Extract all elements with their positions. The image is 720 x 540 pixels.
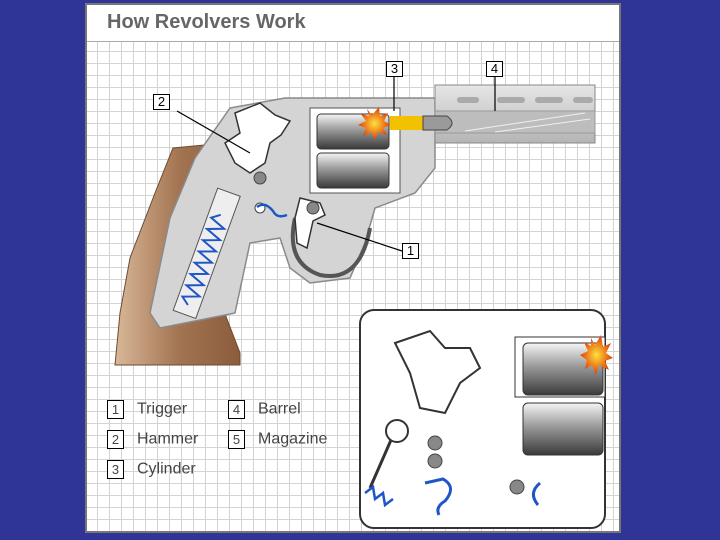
barrel-slot (573, 97, 593, 103)
legend-item-hammer: 2 Hammer (107, 430, 198, 449)
trigger-spring (256, 203, 288, 218)
screw (253, 171, 267, 185)
legend-label: Cylinder (137, 460, 196, 478)
leader-line-2 (176, 110, 251, 154)
callout-3: 3 (386, 61, 403, 77)
legend-item-barrel: 4 Barrel (228, 400, 301, 419)
barrel-slot (535, 97, 563, 103)
leader-line-1 (316, 222, 403, 252)
diagram-title: How Revolvers Work (107, 11, 306, 33)
legend-num: 3 (107, 460, 124, 479)
title-band: How Revolvers Work (85, 3, 621, 42)
legend-num: 5 (228, 430, 245, 449)
trigger-guard (290, 217, 372, 278)
inset-spring (532, 481, 542, 506)
inset-screw (427, 435, 443, 451)
revolver-illustration (114, 77, 613, 529)
barrel-slot (497, 97, 525, 103)
callout-2: 2 (153, 94, 170, 110)
inset-strut (368, 439, 393, 489)
inset-screw (427, 453, 443, 469)
legend-num: 2 (107, 430, 124, 449)
legend-label: Magazine (258, 430, 328, 448)
legend-num: 4 (228, 400, 245, 419)
inset-muzzle-flash (580, 335, 613, 375)
legend-item-trigger: 1 Trigger (107, 400, 187, 419)
hammer-shape (224, 102, 292, 174)
diagram-panel: How Revolvers Work (85, 3, 621, 533)
legend-item-magazine: 5 Magazine (228, 430, 327, 449)
muzzle-flash (358, 107, 391, 140)
inset-pivot (385, 419, 409, 443)
inset-chamber-bottom (522, 402, 604, 456)
barrel-slot (457, 97, 479, 103)
callout-1: 1 (402, 243, 419, 259)
bullet-tip-yellow (390, 116, 424, 130)
legend-label: Hammer (137, 430, 199, 448)
rifling-line (464, 112, 586, 132)
inset-mainspring (364, 484, 394, 508)
legend-num: 1 (107, 400, 124, 419)
mainspring-assembly (172, 187, 241, 320)
bullet (422, 115, 453, 131)
legend-label: Trigger (137, 400, 188, 418)
inset-detail (359, 309, 613, 529)
spring-coil (180, 213, 227, 306)
legend-label: Barrel (258, 400, 301, 418)
callout-4: 4 (486, 61, 503, 77)
inset-screw (509, 479, 525, 495)
inset-trigger-spring (424, 477, 452, 516)
inset-hammer (393, 329, 482, 415)
screw (306, 201, 320, 215)
rifling-line (494, 118, 591, 133)
legend-item-cylinder: 3 Cylinder (107, 460, 196, 479)
cylinder-chamber-bottom (316, 152, 390, 189)
